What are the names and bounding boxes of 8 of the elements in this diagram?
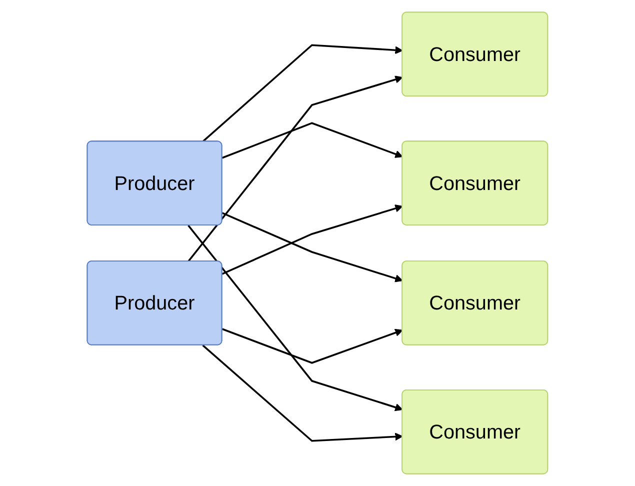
arrow: [202, 44, 403, 142]
arrow: [188, 76, 403, 262]
arrow: [188, 224, 403, 412]
arrow: [222, 204, 403, 275]
arrow: [222, 212, 403, 282]
arrow: [202, 344, 403, 442]
arrow: [222, 122, 403, 159]
arrow: [222, 328, 403, 364]
